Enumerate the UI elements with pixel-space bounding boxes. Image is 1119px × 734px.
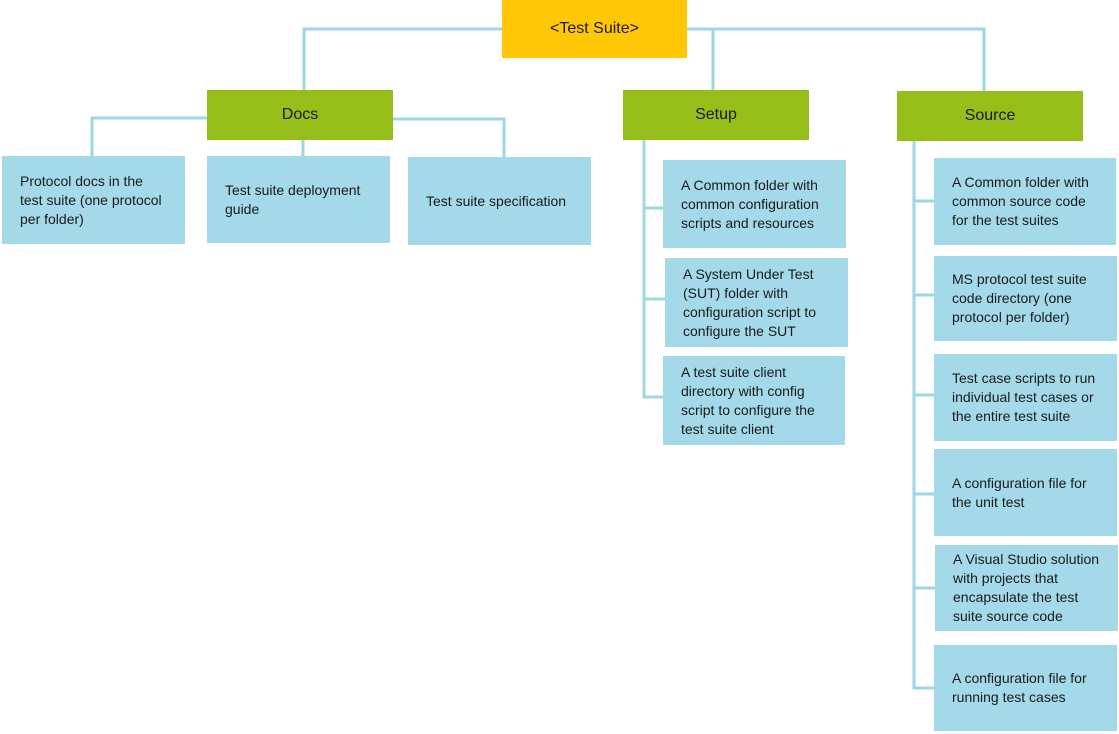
setup-item: A Common folder with common configuratio… <box>663 160 846 248</box>
source-item: A configuration file for running test ca… <box>934 645 1117 731</box>
root-label: <Test Suite> <box>550 20 639 37</box>
source-item: Test case scripts to run individual test… <box>934 354 1117 441</box>
setup-item-label: A System Under Test (SUT) folder with co… <box>683 265 817 339</box>
docs-item-label: Test suite specification <box>426 192 567 209</box>
docs-item-label: Protocol docs in the test suite (one pro… <box>20 172 162 227</box>
source-item-label: A Common folder with common source code … <box>952 174 1089 228</box>
docs-node: Docs <box>207 90 393 140</box>
source-label: Source <box>964 107 1016 124</box>
source-node: Source <box>897 91 1083 141</box>
setup-node: Setup <box>623 90 809 140</box>
setup-item: A test suite client directory with confi… <box>663 356 845 445</box>
setup-item: A System Under Test (SUT) folder with co… <box>665 258 848 347</box>
source-item: A Visual Studio solution with projects t… <box>935 545 1118 631</box>
root-node: <Test Suite> <box>502 0 687 58</box>
docs-item: Test suite deployment guide <box>207 156 390 243</box>
source-item: MS protocol test suite code directory (o… <box>934 256 1117 341</box>
source-item-label: A configuration file for the unit test <box>952 474 1087 510</box>
docs-label: Docs <box>281 106 319 123</box>
source-item-label: MS protocol test suite code directory (o… <box>952 271 1087 325</box>
setup-item-label: A Common folder with common configuratio… <box>681 176 819 231</box>
setup-label: Setup <box>695 106 737 123</box>
source-item: A Common folder with common source code … <box>934 158 1116 245</box>
docs-item: Test suite specification <box>408 157 591 245</box>
setup-item-label: A test suite client directory with confi… <box>681 363 815 437</box>
source-item: A configuration file for the unit test <box>934 449 1117 536</box>
docs-item: Protocol docs in the test suite (one pro… <box>2 156 185 244</box>
docs-item-label: Test suite deployment guide <box>225 181 361 217</box>
source-item-label: A Visual Studio solution with projects t… <box>953 551 1100 624</box>
source-item-label: A configuration file for running test ca… <box>952 670 1087 705</box>
source-item-label: Test case scripts to run individual test… <box>952 370 1096 424</box>
